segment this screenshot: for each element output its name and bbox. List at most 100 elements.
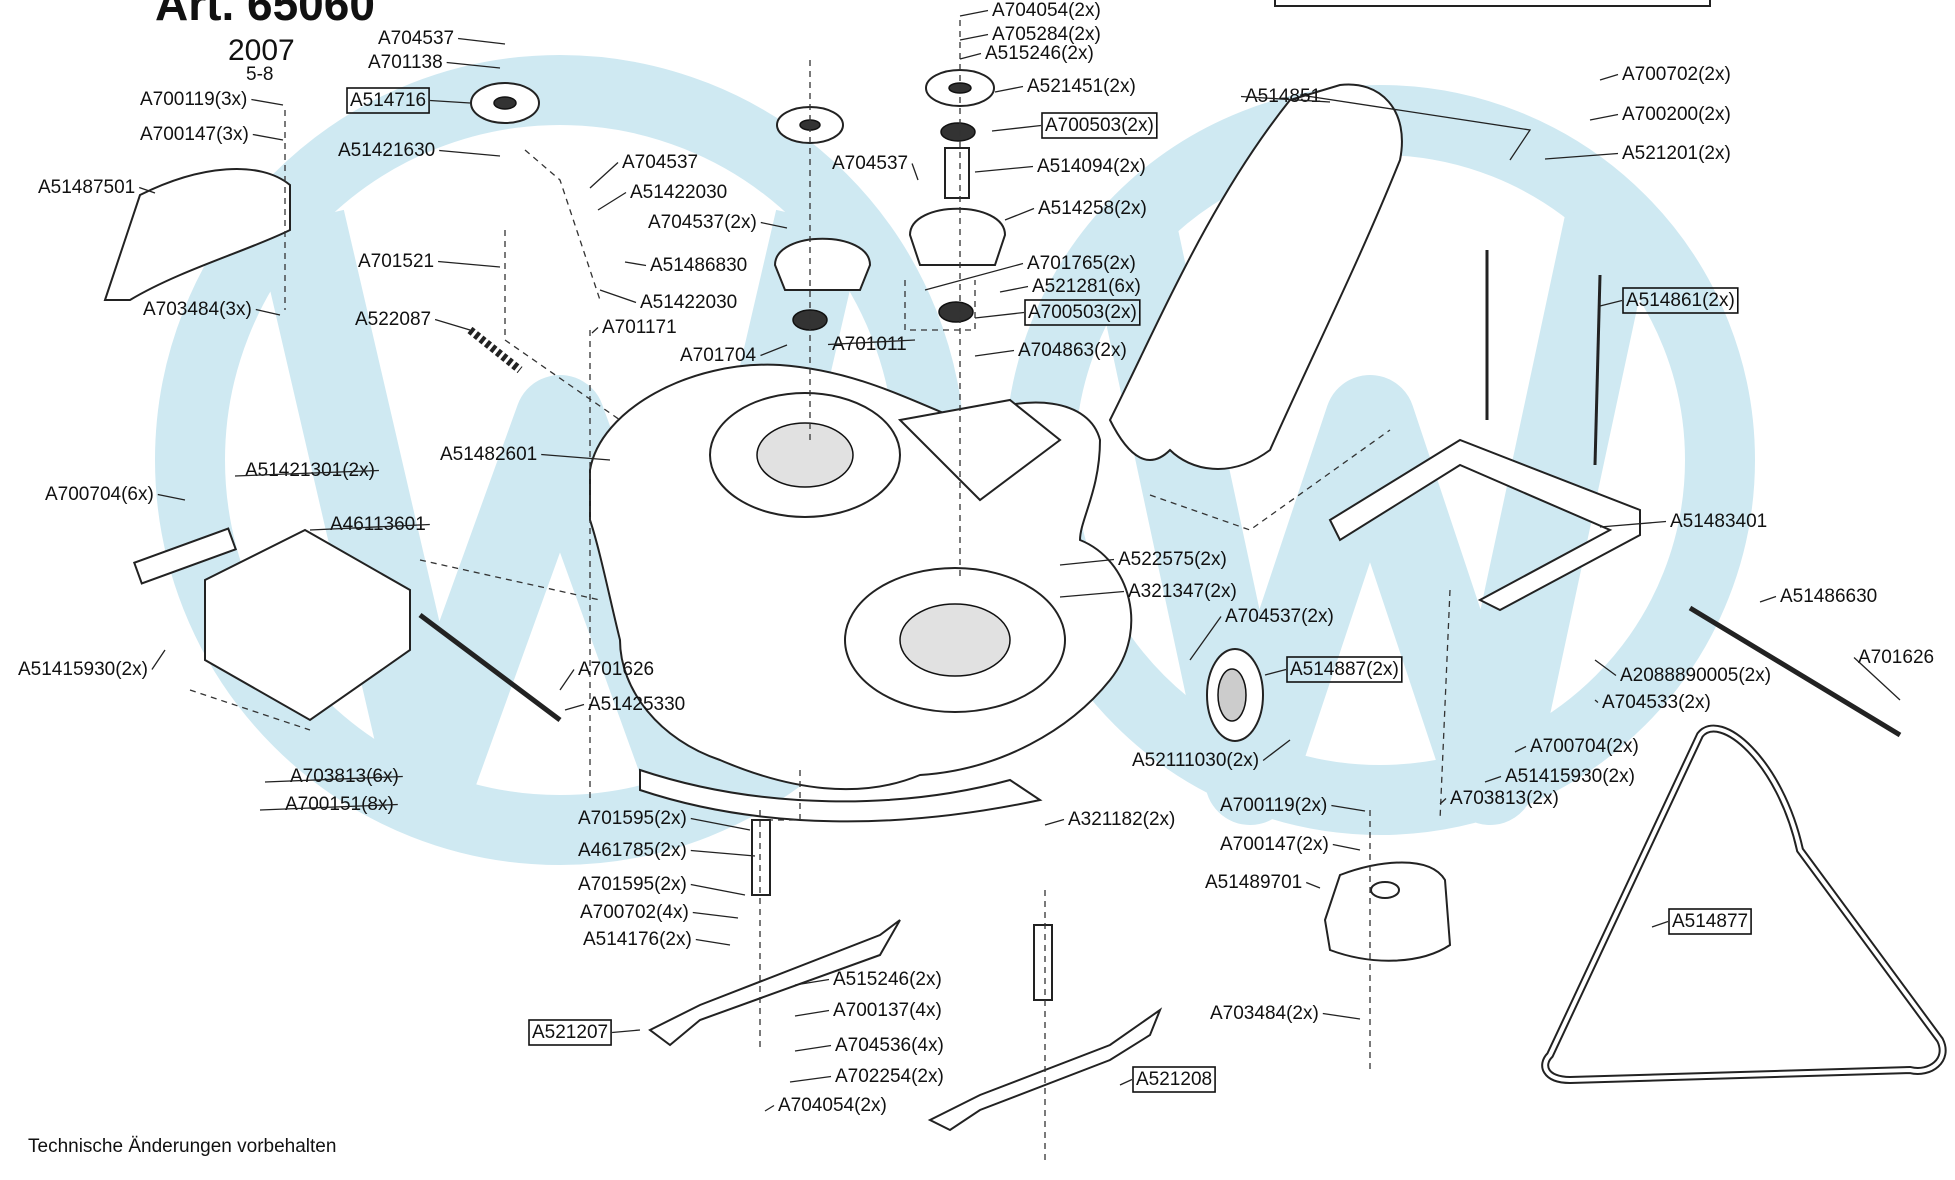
leader-line	[690, 849, 756, 857]
leader-line	[1484, 775, 1502, 783]
callout-a514716: A514716	[346, 87, 471, 114]
leader-line	[1262, 739, 1291, 762]
leader-line	[1332, 843, 1361, 851]
callout-a700119_3x: A700119(3x)	[140, 89, 284, 110]
leader-line	[1059, 558, 1115, 566]
leader-line	[999, 285, 1029, 293]
callout-a521208: A521208	[1119, 1066, 1216, 1093]
part-label: A521207	[532, 1022, 608, 1043]
leader-line	[1651, 920, 1669, 928]
front-bracket	[132, 527, 411, 722]
leader-line	[1599, 520, 1667, 528]
part-label: A51422030	[630, 182, 727, 203]
callout-a46113601: A46113601	[309, 514, 430, 535]
leader-line	[695, 938, 731, 946]
callout-a700200_2x: A700200(2x)	[1589, 104, 1731, 125]
leader-line	[760, 344, 788, 357]
leader-line	[1119, 1078, 1133, 1086]
leader-line	[564, 703, 585, 711]
part-label: A51421630	[338, 140, 435, 161]
leader-line	[1599, 299, 1623, 307]
callout-a51425330: A51425330	[564, 694, 685, 715]
part-label: A514258(2x)	[1038, 198, 1147, 219]
leader-line	[264, 775, 403, 783]
callout-a521201_2x: A521201(2x)	[1544, 143, 1731, 164]
callout-a704537_a: A704537	[378, 28, 506, 49]
leader-line	[789, 1075, 832, 1083]
leader-line	[591, 327, 599, 334]
part-label: A521281(6x)	[1032, 276, 1141, 297]
callout-a701171: A701171	[591, 317, 677, 338]
deck-housing	[589, 363, 1133, 823]
callout-a52111030_2x: A52111030(2x)	[1132, 739, 1291, 771]
leader-line	[309, 523, 430, 531]
callout-a701626_a: A701626	[559, 659, 654, 691]
part-label: A700151(8x)	[285, 794, 394, 815]
right-belt-cover	[1323, 861, 1452, 962]
callout-a704537_2x_b: A704537(2x)	[1189, 606, 1334, 661]
leader-line	[589, 162, 619, 189]
part-label: A704537(2x)	[648, 212, 757, 233]
leader-line	[690, 883, 746, 896]
leader-line	[438, 260, 501, 268]
callout-a704533_2x: A704533(2x)	[1594, 692, 1711, 713]
part-label: A515246(2x)	[985, 43, 1094, 64]
part-label: A514887(2x)	[1290, 659, 1399, 680]
part-label: A700119(2x)	[1220, 795, 1327, 816]
part-label: A52111030(2x)	[1132, 750, 1259, 771]
leader-line	[1544, 152, 1619, 160]
part-label: A514861(2x)	[1626, 290, 1735, 311]
callout-a461785_2x: A461785(2x)	[578, 840, 756, 861]
callout-a700704_6x: A700704(6x)	[45, 484, 186, 505]
part-label: A704537	[378, 28, 454, 49]
callout-a704537_2x: A704537(2x)	[648, 212, 788, 233]
callout-a51422030_b: A51422030	[599, 289, 737, 313]
leader-line	[959, 52, 982, 60]
leader-line	[624, 261, 647, 267]
callout-a514094_2x: A514094(2x)	[974, 156, 1146, 177]
part-label: A51425330	[588, 694, 685, 715]
leader-line	[439, 149, 501, 157]
leader-line	[1853, 657, 1901, 701]
callout-a704537_b: A704537	[589, 152, 698, 189]
part-label: A701704	[680, 345, 757, 366]
rear-frame	[1328, 438, 1641, 612]
leader-line	[994, 85, 1024, 93]
leader-line	[764, 1104, 775, 1112]
part-label: A701138	[368, 52, 443, 73]
part-label: A700702(4x)	[580, 902, 689, 923]
part-label: A703813(2x)	[1450, 788, 1559, 809]
leader-line	[794, 978, 830, 986]
leader-line	[139, 186, 156, 194]
part-label: A51486830	[650, 255, 747, 276]
callout-a51489701: A51489701	[1205, 872, 1321, 893]
leader-line	[1264, 668, 1287, 676]
callout-a321182_2x: A321182(2x)	[1044, 809, 1175, 830]
part-label: A704537	[832, 153, 908, 174]
part-label: A51483401	[1670, 511, 1767, 532]
callout-a700503_2x_a: A700503(2x)	[991, 112, 1158, 139]
part-label: A514094(2x)	[1037, 156, 1146, 177]
part-label: A321182(2x)	[1068, 809, 1175, 830]
callout-a522087: A522087	[355, 309, 471, 331]
part-label: A2088890005(2x)	[1620, 665, 1771, 686]
callout-a701011: A701011	[827, 334, 916, 355]
leader-line	[690, 817, 751, 831]
leader-line	[255, 308, 281, 316]
left-belt-cover	[103, 168, 291, 301]
part-label: A704533(2x)	[1602, 692, 1711, 713]
callout-a521451_2x: A521451(2x)	[994, 76, 1136, 97]
part-label: A704537(2x)	[1225, 606, 1334, 627]
part-label: A701011	[832, 334, 907, 355]
part-label: A51482601	[440, 444, 537, 465]
callout-a700702_2x: A700702(2x)	[1599, 64, 1731, 85]
callout-a703484_2x: A703484(2x)	[1210, 1003, 1361, 1024]
part-label: A704537	[622, 152, 698, 173]
callout-a514877: A514877	[1651, 908, 1752, 935]
callout-a321347_2x: A321347(2x)	[1059, 581, 1237, 602]
part-label: A703484(2x)	[1210, 1003, 1319, 1024]
leader-line	[434, 318, 471, 331]
part-label: A704054(2x)	[992, 0, 1101, 21]
leader-line	[1599, 73, 1619, 81]
